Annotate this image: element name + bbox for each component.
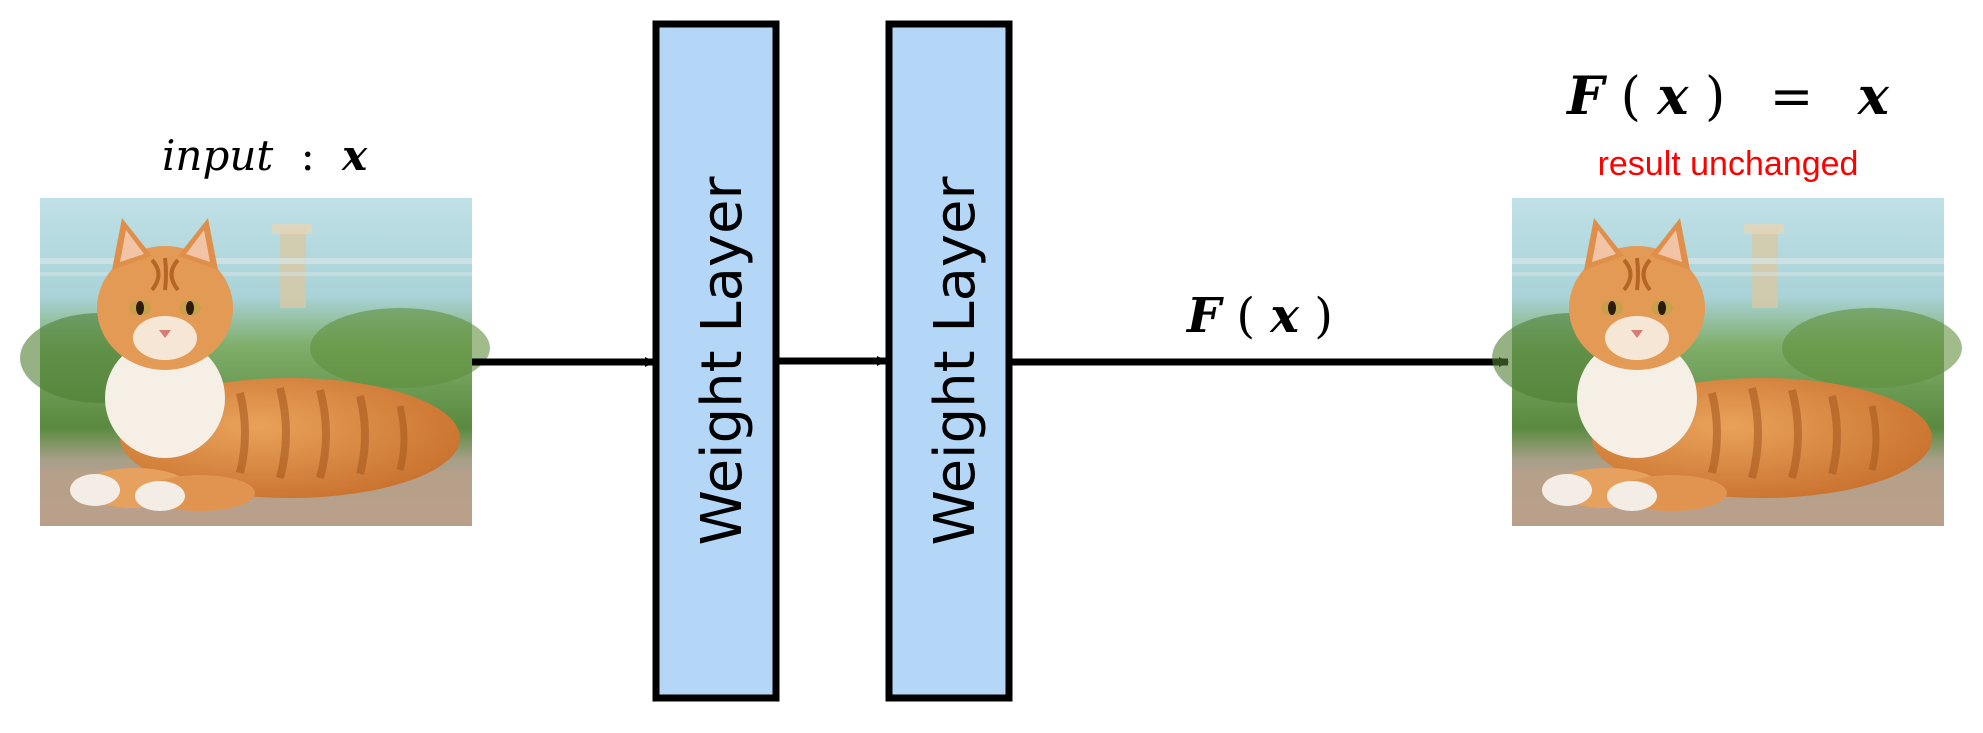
- output-equation-open: (: [1621, 67, 1641, 127]
- weight-layer-1: Weight Layer: [652, 20, 780, 702]
- result-note: result unchanged: [1598, 145, 1859, 183]
- weight-layer-2-label: Weight Layer: [923, 176, 988, 546]
- output-equation-close: ): [1705, 67, 1725, 127]
- weight-layer-2: Weight Layer: [885, 20, 1013, 702]
- input-label: input : x: [162, 131, 368, 180]
- edge-label-func: F: [1185, 288, 1224, 344]
- edge-label-var: x: [1269, 288, 1300, 344]
- edge-label-open: (: [1236, 288, 1255, 344]
- edge-label: F ( x ): [1185, 288, 1333, 344]
- output-equation-func: F: [1565, 66, 1607, 127]
- output-equation-var: x: [1656, 66, 1689, 127]
- weight-layer-1-label: Weight Layer: [690, 176, 755, 546]
- input-label-word: input: [162, 131, 273, 180]
- output-equation: F ( x ) = x: [1565, 66, 1890, 127]
- output-equation-rhs: x: [1857, 66, 1890, 127]
- input-image: [20, 198, 490, 526]
- output-image: [1492, 198, 1962, 526]
- output-equation-equals: =: [1770, 67, 1814, 127]
- input-label-var: x: [341, 131, 368, 180]
- edge-label-close: ): [1314, 288, 1333, 344]
- input-label-colon: :: [301, 131, 315, 180]
